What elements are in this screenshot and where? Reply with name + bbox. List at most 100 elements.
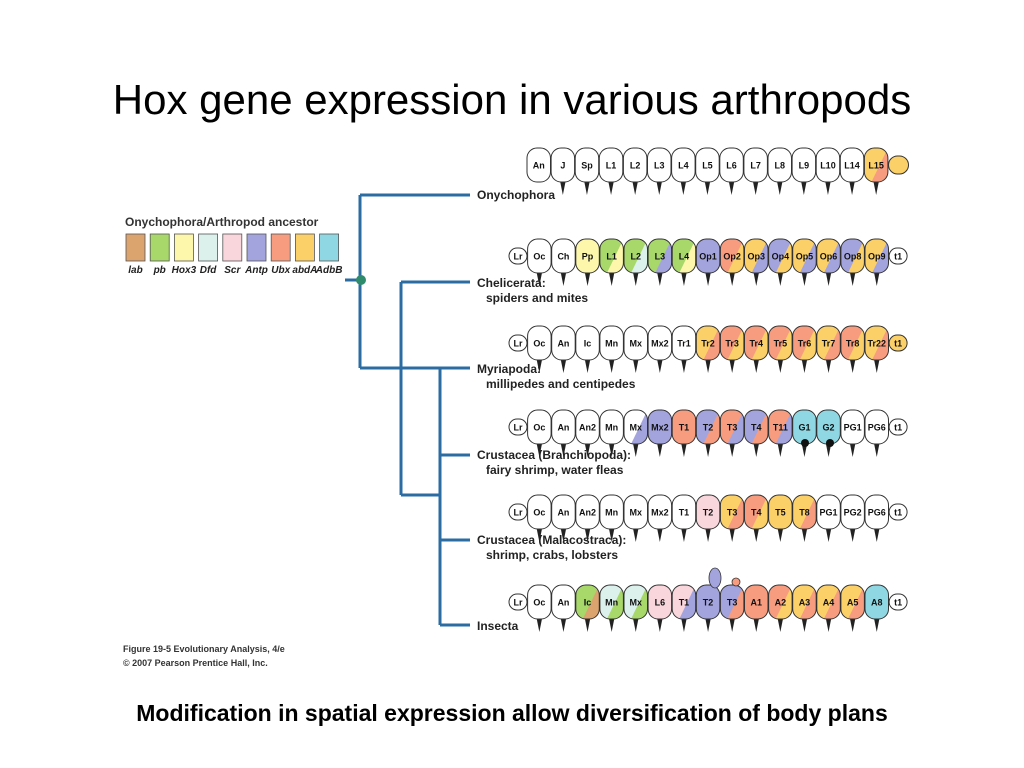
segment-label: Sp [581, 161, 593, 171]
slide-title: Hox gene expression in various arthropod… [112, 76, 912, 123]
segment-label: t1 [894, 508, 902, 518]
segment-outline [816, 238, 841, 274]
body-segment: t1 [888, 593, 908, 611]
segment-leg [559, 180, 566, 195]
segment-outline [527, 238, 552, 274]
segment-outline [671, 494, 697, 530]
body-segment: Tr2 [695, 325, 721, 373]
legend-swatch-scr [222, 233, 243, 262]
segment-fill-secondary [847, 239, 865, 273]
segment-leg [729, 358, 736, 373]
segment-fill-secondary [631, 585, 648, 619]
segment-outline [575, 584, 600, 620]
body-segment: Tr6 [792, 325, 817, 373]
segment-label: L7 [750, 161, 761, 171]
segment-leg [560, 442, 567, 457]
taxon-label: Crustacea (Malacostraca): [477, 533, 626, 547]
legend-label-scr: Scr [224, 265, 241, 276]
legend-label-antp: Antp [244, 265, 268, 276]
segment-fill-secondary [751, 239, 768, 273]
segment-leg [753, 527, 760, 542]
segment-leg [777, 271, 784, 286]
segment-label: Oc [533, 508, 545, 518]
body-segment: L5 [695, 147, 720, 195]
segment-label: T5 [775, 508, 786, 518]
segment-fill-secondary [847, 585, 865, 619]
segment-fill-secondary [751, 326, 768, 360]
body-segment: An [551, 409, 576, 457]
segment-label: Mx [629, 598, 642, 608]
segment-leg [632, 358, 639, 373]
segment-label: L14 [844, 161, 860, 171]
segment-outline [695, 147, 720, 183]
segment-leg [753, 617, 760, 632]
segment-label: Op5 [796, 252, 814, 262]
body-segment: T3 [719, 494, 745, 542]
segment-label: L2 [630, 252, 641, 262]
segment-leg [656, 527, 663, 542]
segment-leg [705, 358, 712, 373]
segment-fill [889, 504, 908, 520]
segment-fill-secondary [847, 326, 865, 360]
segment-leg [584, 617, 591, 632]
body-segment: T11 [768, 409, 793, 457]
segment-outline [575, 238, 600, 274]
segment-outline [792, 494, 817, 530]
segment-fill [768, 148, 792, 182]
segment-fill-secondary [775, 410, 793, 444]
body-segment: T2 [695, 584, 721, 632]
segment-fill-secondary [799, 495, 817, 529]
segment-outline [671, 147, 696, 183]
body-segment: Mn [599, 325, 624, 373]
segment-fill [527, 239, 552, 273]
body-segment: L15 [863, 147, 889, 195]
segment-leg [777, 358, 784, 373]
body-segment: L9 [791, 147, 817, 195]
body-segment: Op3 [744, 238, 769, 286]
segment-outline [527, 409, 552, 445]
segment-fill [648, 410, 672, 444]
segment-label: A5 [847, 598, 859, 608]
segment-fill [623, 148, 647, 182]
segment-label: L15 [868, 161, 884, 171]
body-segment: Tr7 [816, 325, 841, 373]
body-segment: An [551, 584, 576, 632]
segment-label: T2 [703, 598, 714, 608]
segment-label: Mn [605, 339, 618, 349]
segment-leg [705, 527, 712, 542]
body-segment: Oc [527, 325, 552, 373]
body-segment: T3 [719, 409, 745, 457]
body-segment: PG2 [840, 494, 865, 542]
segment-label: PG1 [844, 423, 862, 433]
body-segment: T1 [671, 409, 697, 457]
segment-leg [873, 442, 880, 457]
segment-fill-secondary [679, 585, 696, 619]
segment-fill-secondary [799, 585, 817, 619]
segment-outline [551, 584, 576, 620]
segment-leg [680, 271, 687, 286]
segment-label: Mx2 [651, 339, 669, 349]
segment-fill-secondary [751, 410, 768, 444]
taxon-sublabel: spiders and mites [486, 291, 588, 305]
segment-outline [840, 409, 865, 445]
segment-leg [536, 271, 543, 286]
legend-swatch-ubx [270, 233, 291, 262]
segment-leg [656, 617, 663, 632]
legend-swatch-lab [125, 233, 146, 262]
segment-leg [584, 271, 591, 286]
segment-outline [791, 147, 817, 183]
segment-label: t1 [894, 339, 902, 349]
body-segment: Op5 [792, 238, 817, 286]
segment-outline [695, 584, 721, 620]
segment-label: Tr2 [701, 339, 715, 349]
segment-label: T2 [703, 508, 714, 518]
segment-leg [656, 271, 663, 286]
segment-outline [671, 584, 697, 620]
segment-leg [729, 527, 736, 542]
segment-outline [719, 409, 745, 445]
segment-label: Op3 [747, 252, 765, 262]
segment-leg [873, 271, 880, 286]
segment-leg [536, 617, 543, 632]
segment-label: Op1 [699, 252, 717, 262]
segment-label: Mn [605, 508, 618, 518]
